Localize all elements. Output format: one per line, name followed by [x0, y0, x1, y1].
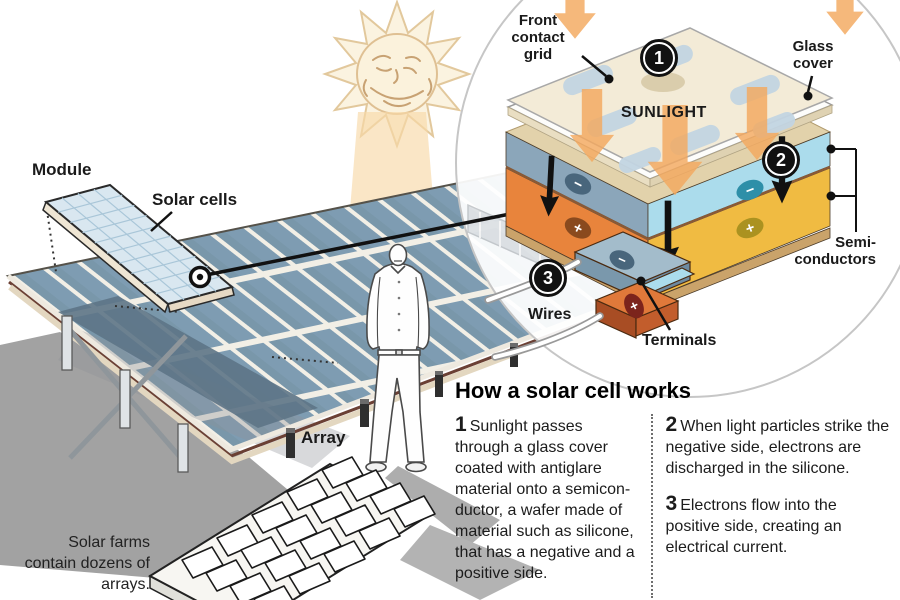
step-number: 1: [455, 413, 467, 436]
array-frame-posts: [61, 315, 189, 473]
magnifier-circle: [455, 0, 900, 398]
person-figure: [365, 243, 430, 473]
terminal-badges: − +: [609, 250, 644, 319]
sunbeam: [350, 112, 434, 210]
semiconductors-label: Semi- conductors: [752, 234, 876, 268]
charge-badges: − + − +: [564, 173, 764, 239]
step-text: Sunlight passes through a glass cover co…: [455, 418, 635, 582]
array-label: Array: [301, 428, 346, 447]
magnifier-connector: [188, 206, 541, 289]
step-2-badge: 2: [762, 141, 800, 179]
front-contact-grid-label: Front contact grid: [511, 12, 565, 63]
step-number: 3: [665, 492, 678, 515]
wires-label: Wires: [528, 306, 572, 323]
module-slot: [58, 296, 318, 428]
solar-cell-diagram: − + − + − +: [484, 0, 864, 361]
terminals-blocks: [573, 231, 696, 339]
callout-pointers: [150, 55, 857, 331]
semiconductors-line1: Semi-: [835, 234, 876, 251]
solar-farms-caption: Solar farms contain dozens of arrays.: [24, 534, 150, 593]
ground-shadows: [0, 332, 540, 600]
badge-shadow: [641, 72, 685, 92]
semiconductors-line2: conductors: [794, 251, 876, 268]
step-text: When light particles strike the negative…: [665, 418, 890, 477]
step-number: 2: [665, 413, 678, 436]
step-3-badge: 3: [529, 259, 567, 297]
glass-cover-label: Glass cover: [792, 38, 834, 72]
module-label: Module: [32, 160, 92, 179]
array-rack: [147, 456, 436, 600]
explainer-title: How a solar cell works: [455, 378, 691, 403]
sunlight-label: SUNLIGHT: [621, 104, 707, 121]
step-1-badge: 1: [640, 39, 678, 77]
sun-face: [362, 54, 433, 107]
sun-icon: [322, 0, 472, 149]
step-text: Electrons flow into the positive side, c…: [665, 497, 842, 556]
solar-cells-label: Solar cells: [152, 190, 238, 209]
terminals-label: Terminals: [642, 332, 717, 349]
